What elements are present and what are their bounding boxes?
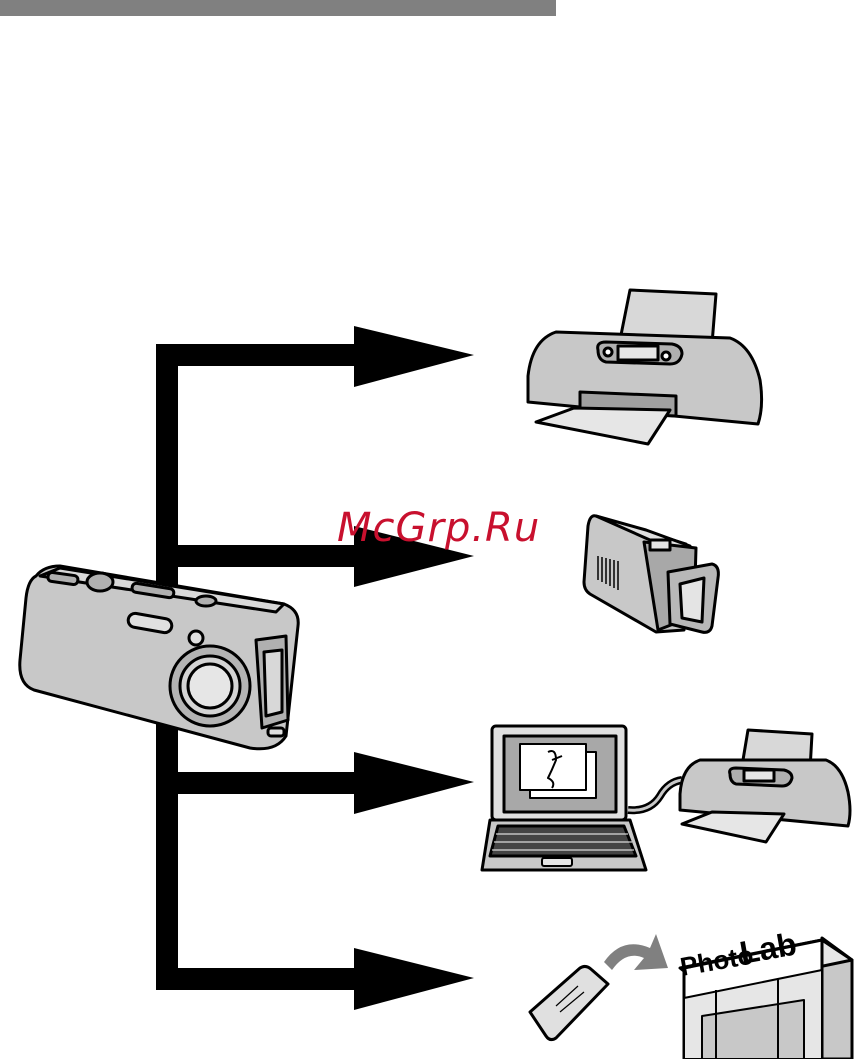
arrow-to-photo-lab [354,948,474,1010]
transfer-arrow [604,934,668,970]
inkjet-printer-icon [528,290,762,444]
arrow-to-printer [354,326,474,387]
usb-cable [628,780,682,810]
watermark-text: McGrp.Ru [337,505,540,551]
header-bar [0,0,556,16]
memory-card-icon [530,966,608,1039]
camera-icon [20,566,298,749]
dye-sub-printer-icon [584,516,718,633]
arrow-to-computer [354,752,474,814]
small-printer-icon [680,730,850,842]
laptop-icon [482,726,646,870]
